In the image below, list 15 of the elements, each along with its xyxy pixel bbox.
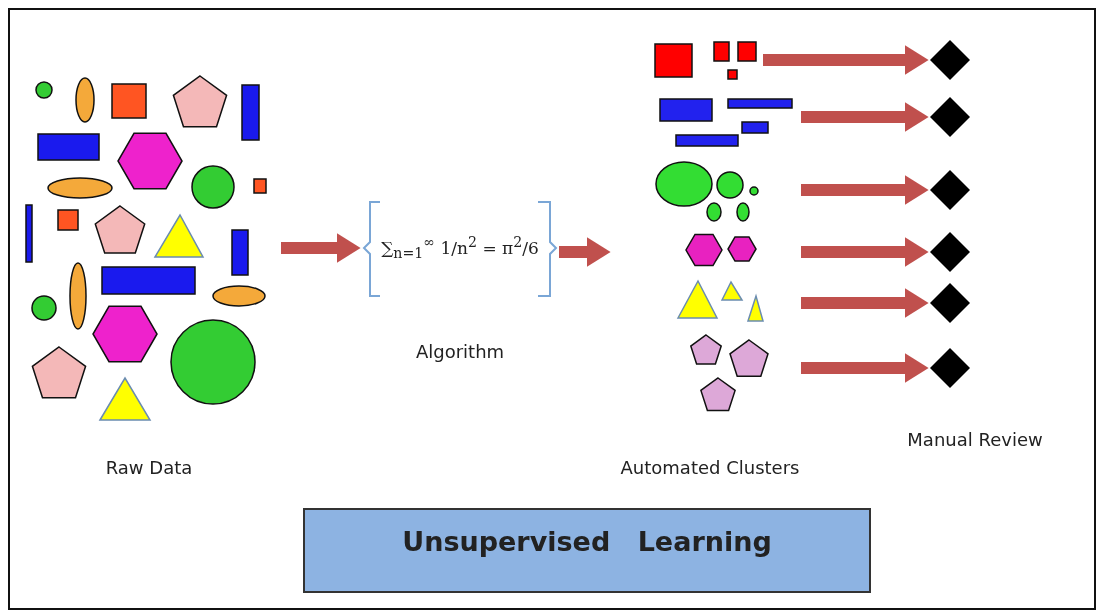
arrow bbox=[801, 291, 929, 315]
arrow bbox=[281, 236, 361, 260]
arrow bbox=[801, 105, 929, 129]
title-text: Unsupervised Learning bbox=[402, 526, 772, 557]
node-caption: Manual Review bbox=[907, 429, 1043, 450]
node-caption: Algorithm bbox=[415, 341, 505, 362]
formula: ∑$_{n=1}$$^{∞}$ 1/n$^{2}$ = π$^{2}$/6 bbox=[381, 234, 539, 262]
arrow bbox=[801, 178, 929, 202]
arrow bbox=[801, 356, 929, 380]
title-box bbox=[303, 508, 871, 593]
arrow bbox=[763, 48, 929, 72]
arrow bbox=[801, 240, 929, 264]
node-caption: Raw Data bbox=[105, 457, 193, 478]
node-caption: Automated Clusters bbox=[620, 457, 800, 478]
arrow bbox=[559, 240, 611, 264]
